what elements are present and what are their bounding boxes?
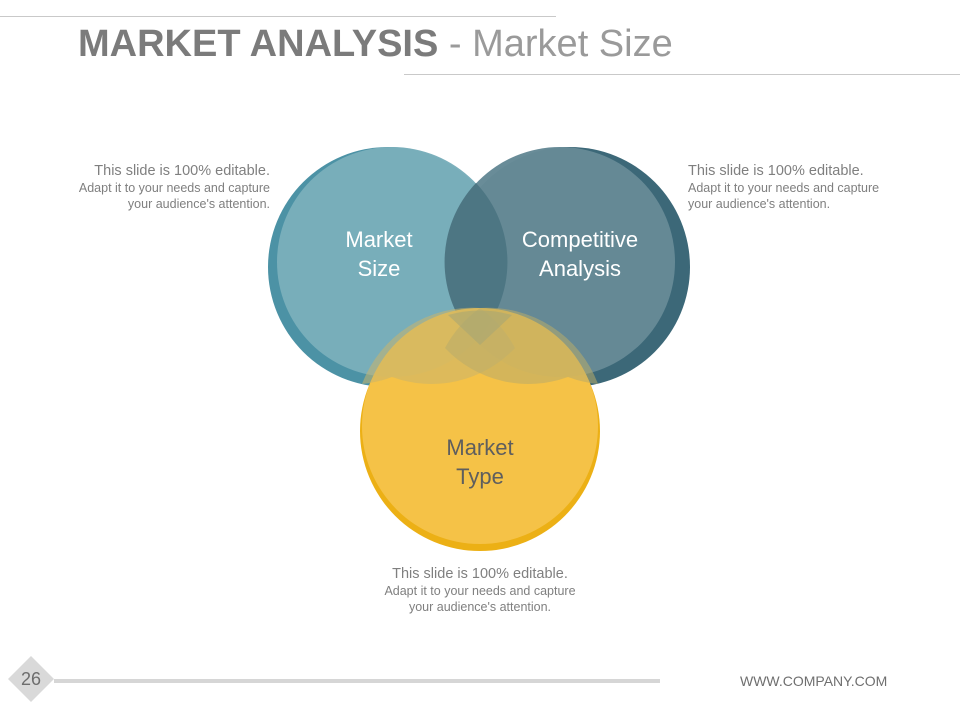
label-market-size: Market Size [345, 227, 413, 281]
title-underline [404, 74, 960, 75]
label-competitive-analysis: Competitive Analysis [521, 227, 639, 281]
page-badge [8, 656, 54, 702]
top-rule [0, 16, 556, 17]
footer-bar [54, 679, 660, 683]
overlap-center [448, 310, 512, 345]
note-left: This slide is 100% editable. Adapt it to… [78, 163, 270, 211]
footer-url[interactable]: WWW.COMPANY.COM [740, 673, 888, 689]
page-number: 26 [20, 669, 42, 689]
title-main: MARKET ANALYSIS [78, 23, 439, 65]
slide-title: MARKET ANALYSIS - Market Size [78, 22, 673, 66]
overlap-top [444, 183, 508, 341]
note-right: This slide is 100% editable. Adapt it to… [688, 163, 880, 211]
title-sub: - Market Size [438, 23, 673, 65]
label-market-type: Market Type [446, 435, 514, 489]
note-bottom: This slide is 100% editable. Adapt it to… [384, 566, 576, 614]
